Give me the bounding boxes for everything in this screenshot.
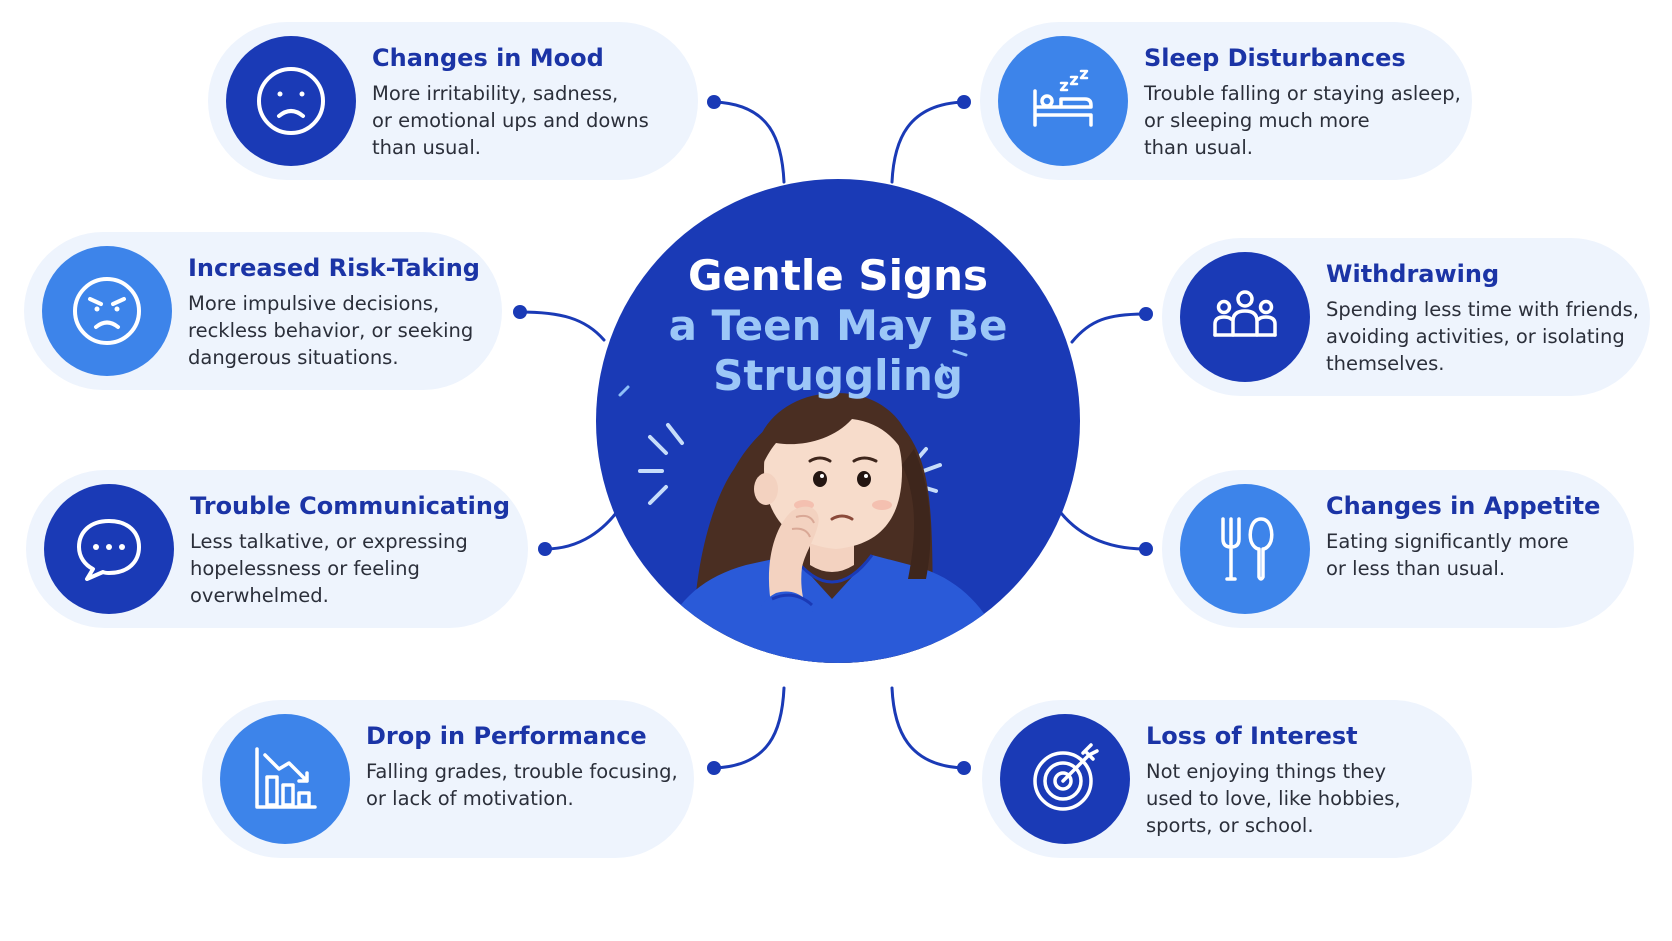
sign-card-mood: Changes in Mood More irritability, sadne…: [208, 22, 698, 180]
sign-card-risk: Increased Risk-Taking More impulsive dec…: [24, 232, 502, 390]
target-dart-icon: [1000, 714, 1130, 844]
sign-title: Drop in Performance: [366, 722, 647, 750]
connector-risk: [518, 310, 606, 342]
sign-card-sleep: Sleep Disturbances Trouble falling or st…: [980, 22, 1472, 180]
sign-description: More irritability, sadness,or emotional …: [372, 82, 649, 159]
struggling-teen-illustration: [614, 247, 1006, 663]
sign-description: Spending less time with friends,avoiding…: [1326, 298, 1639, 375]
connector-withdraw: [1070, 312, 1148, 344]
sign-title: Increased Risk-Taking: [188, 254, 480, 282]
sign-description: Trouble falling or staying asleep,or sle…: [1144, 82, 1461, 159]
sign-title: Changes in Mood: [372, 44, 604, 72]
connector-sleep: [890, 100, 966, 184]
connector-interest: [890, 686, 966, 770]
sign-description: Falling grades, trouble focusing,or lack…: [366, 760, 678, 810]
sign-title: Withdrawing: [1326, 260, 1500, 288]
speech-bubble-icon: [44, 484, 174, 614]
angry-face-icon: [42, 246, 172, 376]
sign-card-withdraw: Withdrawing Spending less time with frie…: [1162, 238, 1650, 396]
sign-description: More impulsive decisions,reckless behavi…: [188, 292, 474, 369]
title-line-3: Struggling: [713, 351, 963, 400]
sign-card-communicate: Trouble Communicating Less talkative, or…: [26, 470, 528, 628]
sign-card-appetite: Changes in Appetite Eating significantly…: [1162, 470, 1634, 628]
group-people-icon: [1180, 252, 1310, 382]
sign-card-performance: Drop in Performance Falling grades, trou…: [202, 700, 694, 858]
declining-chart-icon: [220, 714, 350, 844]
sign-title: Loss of Interest: [1146, 722, 1358, 750]
bed-zzz-icon: [998, 36, 1128, 166]
sign-title: Sleep Disturbances: [1144, 44, 1406, 72]
sad-face-icon: [226, 36, 356, 166]
page-title: Gentle Signs a Teen May Be Struggling: [596, 251, 1080, 401]
title-line-1: Gentle Signs: [687, 251, 989, 300]
center-circle: Gentle Signs a Teen May Be Struggling: [596, 179, 1080, 663]
sign-card-interest: Loss of Interest Not enjoying things the…: [982, 700, 1472, 858]
connector-mood: [712, 100, 786, 184]
title-line-2: a Teen May Be: [668, 301, 1008, 350]
sign-title: Changes in Appetite: [1326, 492, 1601, 520]
connector-performance: [712, 686, 786, 770]
fork-spoon-icon: [1180, 484, 1310, 614]
sign-title: Trouble Communicating: [190, 492, 511, 520]
